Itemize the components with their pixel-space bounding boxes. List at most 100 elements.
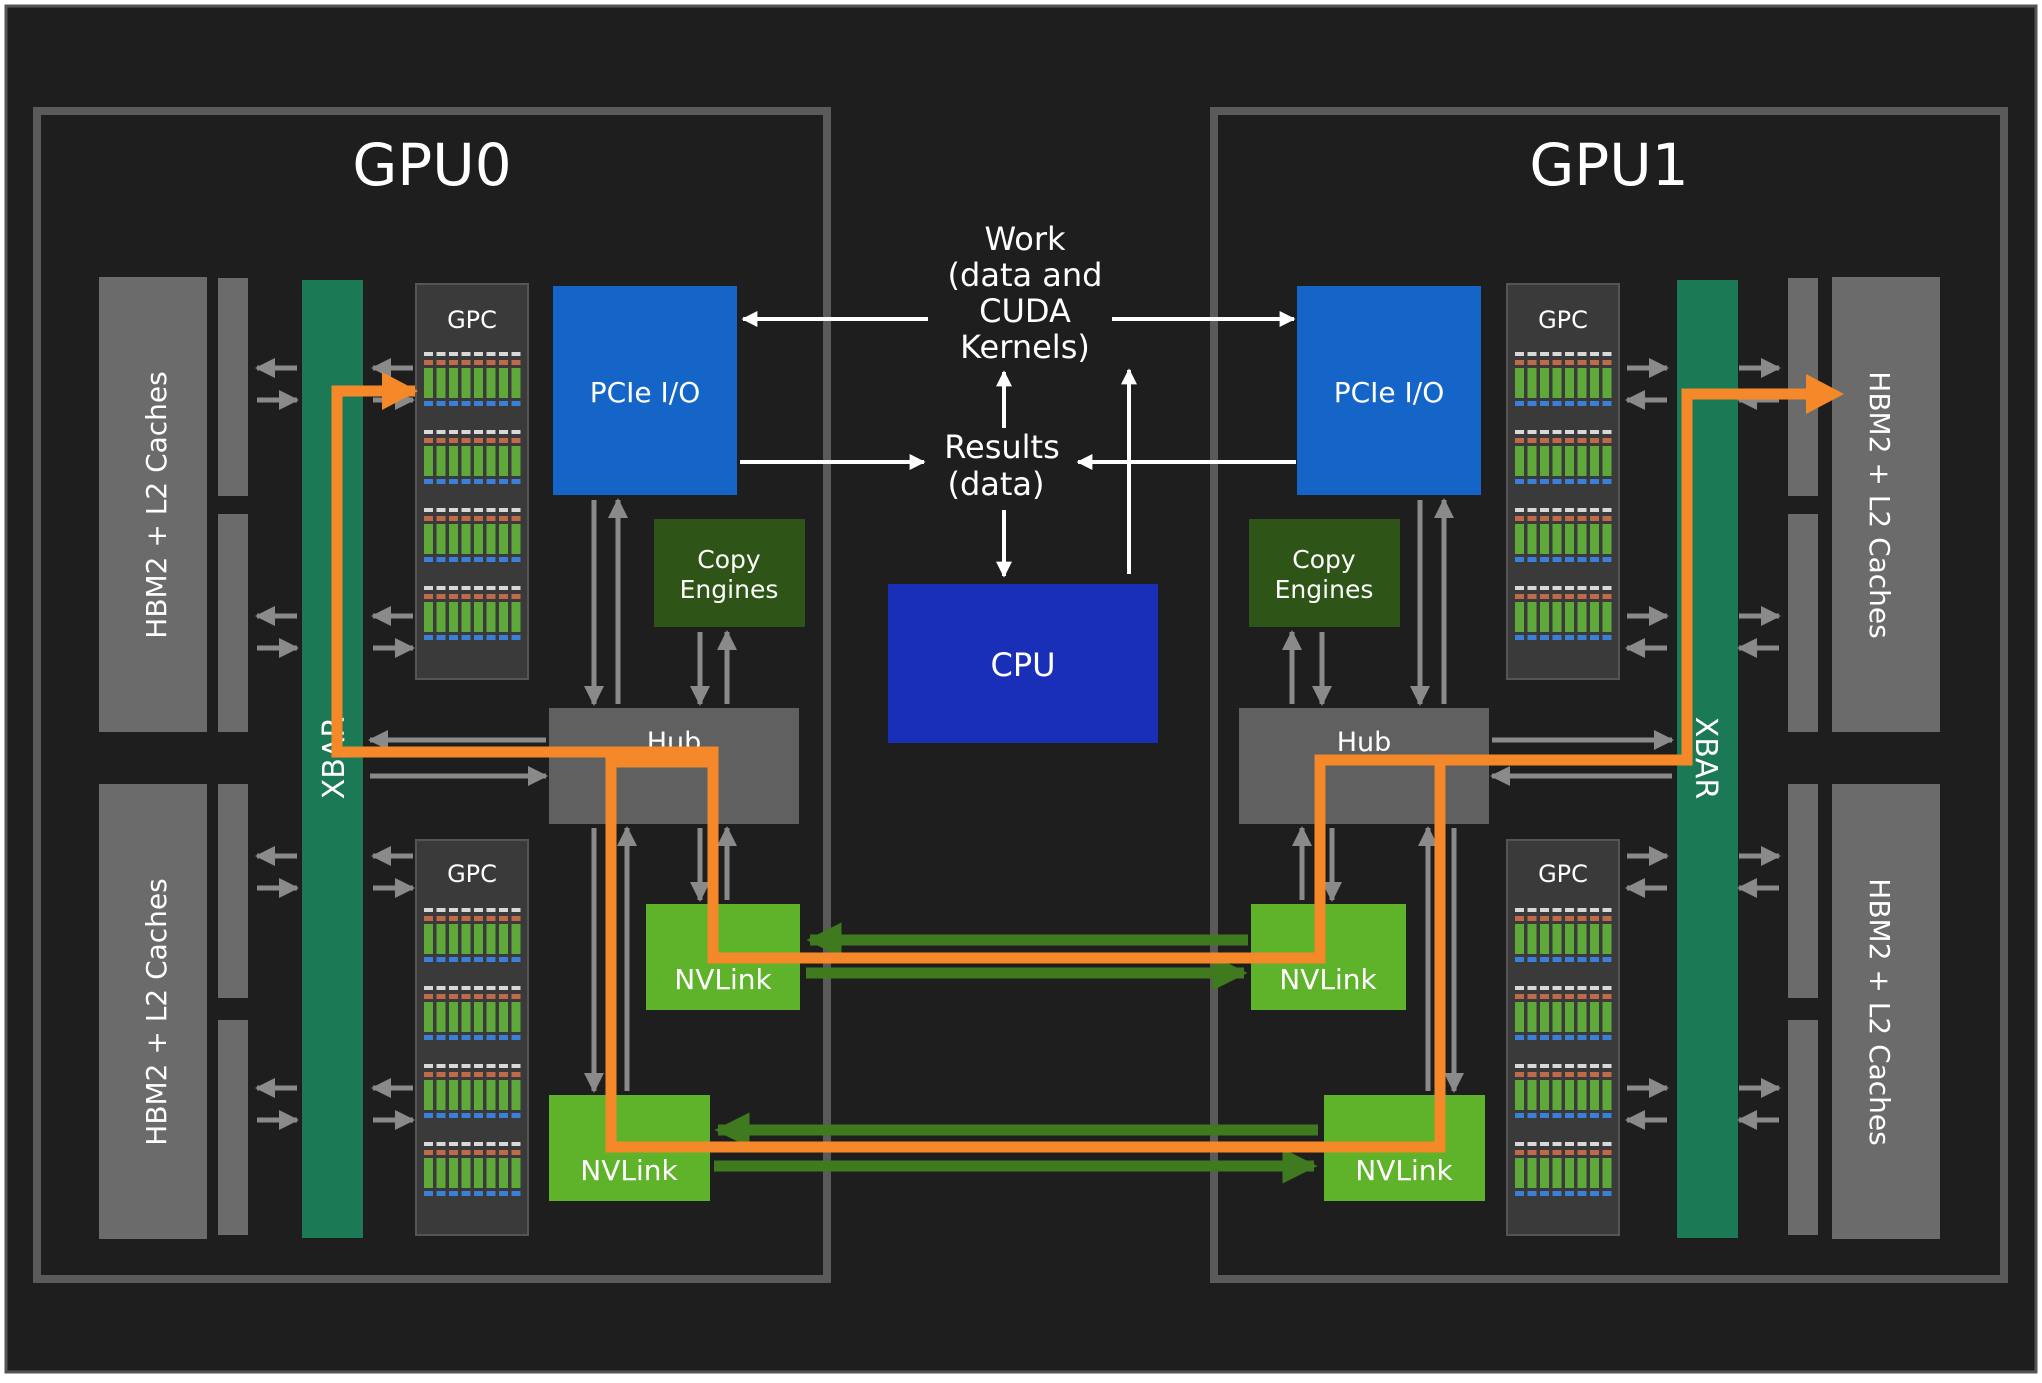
sm-grid-icon — [436, 1191, 446, 1196]
sm-grid-icon — [499, 524, 508, 554]
sm-grid-icon — [474, 557, 483, 562]
sm-grid-icon — [1577, 557, 1587, 562]
sm-grid-icon — [1552, 586, 1562, 590]
sm-grid-icon — [511, 594, 521, 599]
sm-grid-icon — [1602, 957, 1612, 962]
sm-grid-icon — [1565, 594, 1574, 599]
pcie-label: PCIe I/O — [1334, 376, 1445, 409]
sm-grid-icon — [449, 986, 458, 990]
sm-grid-icon — [436, 1064, 446, 1068]
orange-path-arrow-icon — [331, 385, 1446, 1153]
results-label: Results — [944, 428, 1060, 466]
sm-grid-icon — [499, 446, 508, 476]
sm-grid-icon — [1515, 352, 1524, 356]
sm-grid-icon — [1515, 1150, 1524, 1155]
sm-grid-icon — [486, 508, 496, 512]
work-label: CUDA — [979, 292, 1071, 330]
sm-grid-icon — [1577, 1113, 1587, 1118]
sm-grid-icon — [511, 908, 521, 912]
sm-grid-icon — [1552, 994, 1562, 999]
sm-grid-icon — [1552, 1150, 1562, 1155]
sm-grid-icon — [499, 635, 508, 640]
sm-grid-icon — [424, 1113, 433, 1118]
sm-grid-icon — [474, 924, 483, 954]
sm-grid-icon — [511, 1113, 521, 1118]
sm-grid-icon — [1565, 524, 1574, 554]
gpc-body — [1506, 839, 1620, 1236]
sm-grid-icon — [1515, 524, 1524, 554]
sm-grid-icon — [474, 401, 483, 406]
sm-grid-icon — [436, 430, 446, 434]
gpu1-frame — [1210, 107, 2008, 1283]
sm-grid-icon — [486, 368, 496, 398]
sm-grid-icon — [461, 446, 471, 476]
sm-grid-icon — [461, 401, 471, 406]
sm-grid-icon — [1577, 479, 1587, 484]
l2-slice — [218, 278, 248, 496]
sm-grid-icon — [1577, 1150, 1587, 1155]
sm-grid-icon — [474, 516, 483, 521]
sm-grid-icon — [474, 1035, 483, 1040]
sm-grid-icon — [424, 479, 433, 484]
sm-grid-icon — [1552, 1191, 1562, 1196]
sm-grid-icon — [424, 994, 433, 999]
sm-grid-icon — [511, 1158, 521, 1188]
sm-grid-icon — [436, 479, 446, 484]
sm-grid-icon — [486, 586, 496, 590]
sm-grid-icon — [1527, 635, 1537, 640]
sm-grid-icon — [436, 602, 446, 632]
sm-grid-icon — [499, 957, 508, 962]
sm-grid-icon — [461, 1072, 471, 1077]
sm-grid-icon — [1565, 916, 1574, 921]
sm-grid-icon — [1527, 957, 1537, 962]
sm-grid-icon — [1565, 1158, 1574, 1188]
sm-grid-icon — [1552, 1064, 1562, 1068]
sm-grid-icon — [1552, 908, 1562, 912]
sm-grid-icon — [436, 994, 446, 999]
sm-grid-icon — [461, 1191, 471, 1196]
gpc-label: GPC — [447, 860, 497, 888]
sm-grid-icon — [1590, 1072, 1599, 1077]
sm-grid-icon — [1602, 1072, 1612, 1077]
sm-grid-icon — [1577, 594, 1587, 599]
sm-grid-icon — [424, 1142, 433, 1146]
sm-grid-icon — [424, 986, 433, 990]
sm-grid-icon — [1527, 557, 1537, 562]
sm-grid-icon — [1577, 602, 1587, 632]
sm-grid-icon — [1565, 479, 1574, 484]
sm-grid-icon — [1515, 1142, 1524, 1146]
sm-grid-icon — [499, 1113, 508, 1118]
sm-grid-icon — [474, 508, 483, 512]
sm-grid-icon — [486, 1072, 496, 1077]
sm-grid-icon — [1577, 635, 1587, 640]
sm-grid-icon — [1602, 1113, 1612, 1118]
arrow-icon — [382, 372, 418, 410]
sm-grid-icon — [511, 1035, 521, 1040]
sm-grid-icon — [499, 557, 508, 562]
gpc-body — [415, 839, 529, 1236]
sm-grid-icon — [1565, 1002, 1574, 1032]
sm-grid-icon — [1602, 524, 1612, 554]
sm-grid-icon — [449, 479, 458, 484]
sm-grid-icon — [449, 1064, 458, 1068]
sm-grid-icon — [511, 508, 521, 512]
sm-grid-icon — [1590, 479, 1599, 484]
sm-grid-icon — [474, 1191, 483, 1196]
sm-grid-icon — [486, 352, 496, 356]
sm-grid-icon — [461, 479, 471, 484]
sm-grid-icon — [1527, 1035, 1537, 1040]
sm-grid-icon — [486, 1142, 496, 1146]
sm-grid-icon — [1515, 635, 1524, 640]
sm-grid-icon — [1590, 1064, 1599, 1068]
sm-grid-icon — [486, 594, 496, 599]
sm-grid-icon — [1540, 352, 1549, 356]
sm-grid-icon — [1540, 602, 1549, 632]
sm-grid-icon — [499, 1064, 508, 1068]
sm-grid-icon — [424, 557, 433, 562]
sm-grid-icon — [1577, 986, 1587, 990]
sm-grid-icon — [474, 446, 483, 476]
sm-grid-icon — [436, 908, 446, 912]
sm-grid-icon — [449, 508, 458, 512]
sm-grid-icon — [449, 1158, 458, 1188]
